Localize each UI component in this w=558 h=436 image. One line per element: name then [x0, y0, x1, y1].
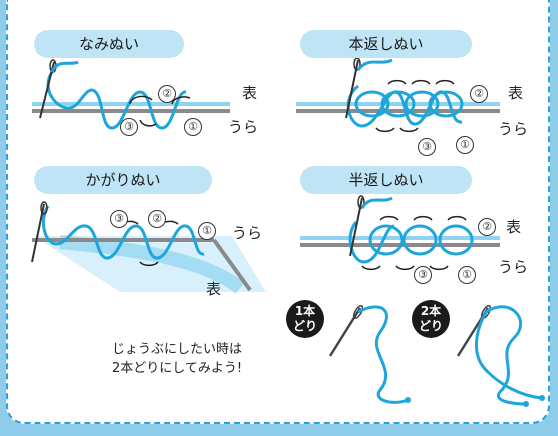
half-backstitch-step-1: ①: [458, 266, 476, 284]
whipstitch-back-label: うら: [232, 224, 263, 242]
backstitch-diagram: [296, 57, 500, 133]
half-backstitch-step-2: ②: [478, 218, 496, 236]
whipstitch-title: かがりぬい: [34, 166, 212, 194]
backstitch-back-label: うら: [498, 120, 529, 138]
thread-tip-line-2: 2本どりにしてみよう!: [112, 361, 243, 376]
running-stitch-title: なみぬい: [34, 30, 184, 58]
backstitch-title: 本返しぬい: [300, 30, 472, 58]
running-step-1: ①: [184, 118, 202, 136]
thread-tip-note: じょうぶにしたい時は 2本どりにしてみよう!: [112, 340, 312, 378]
half-backstitch-diagram: [300, 195, 500, 271]
half-backstitch-front-label: 表: [506, 218, 522, 236]
half-backstitch-back-label: うら: [498, 258, 529, 276]
whipstitch-step-3: ③: [110, 210, 128, 228]
whipstitch-diagram: [31, 201, 266, 294]
running-front-label: 表: [242, 84, 258, 102]
double-thread-badge: 2本 どり: [412, 300, 450, 338]
backstitch-front-label: 表: [508, 84, 524, 102]
running-stitch-diagram: [32, 59, 230, 130]
half-backstitch-step-3: ③: [414, 266, 432, 284]
backstitch-step-2: ②: [470, 85, 488, 103]
running-step-3: ③: [120, 118, 138, 136]
backstitch-step-3: ③: [418, 138, 436, 156]
single-thread-needle: [328, 305, 411, 404]
running-step-2: ②: [158, 85, 176, 103]
double-thread-needle: [456, 305, 545, 407]
single-thread-badge: 1本 どり: [286, 300, 324, 338]
thread-tip-line-1: じょうぶにしたい時は: [112, 342, 243, 357]
whipstitch-step-1: ①: [198, 222, 216, 240]
whipstitch-front-label: 表: [206, 280, 222, 298]
half-backstitch-title: 半返しぬい: [300, 166, 472, 194]
whipstitch-step-2: ②: [148, 210, 166, 228]
running-back-label: うら: [228, 118, 259, 136]
backstitch-step-1: ①: [456, 136, 474, 154]
